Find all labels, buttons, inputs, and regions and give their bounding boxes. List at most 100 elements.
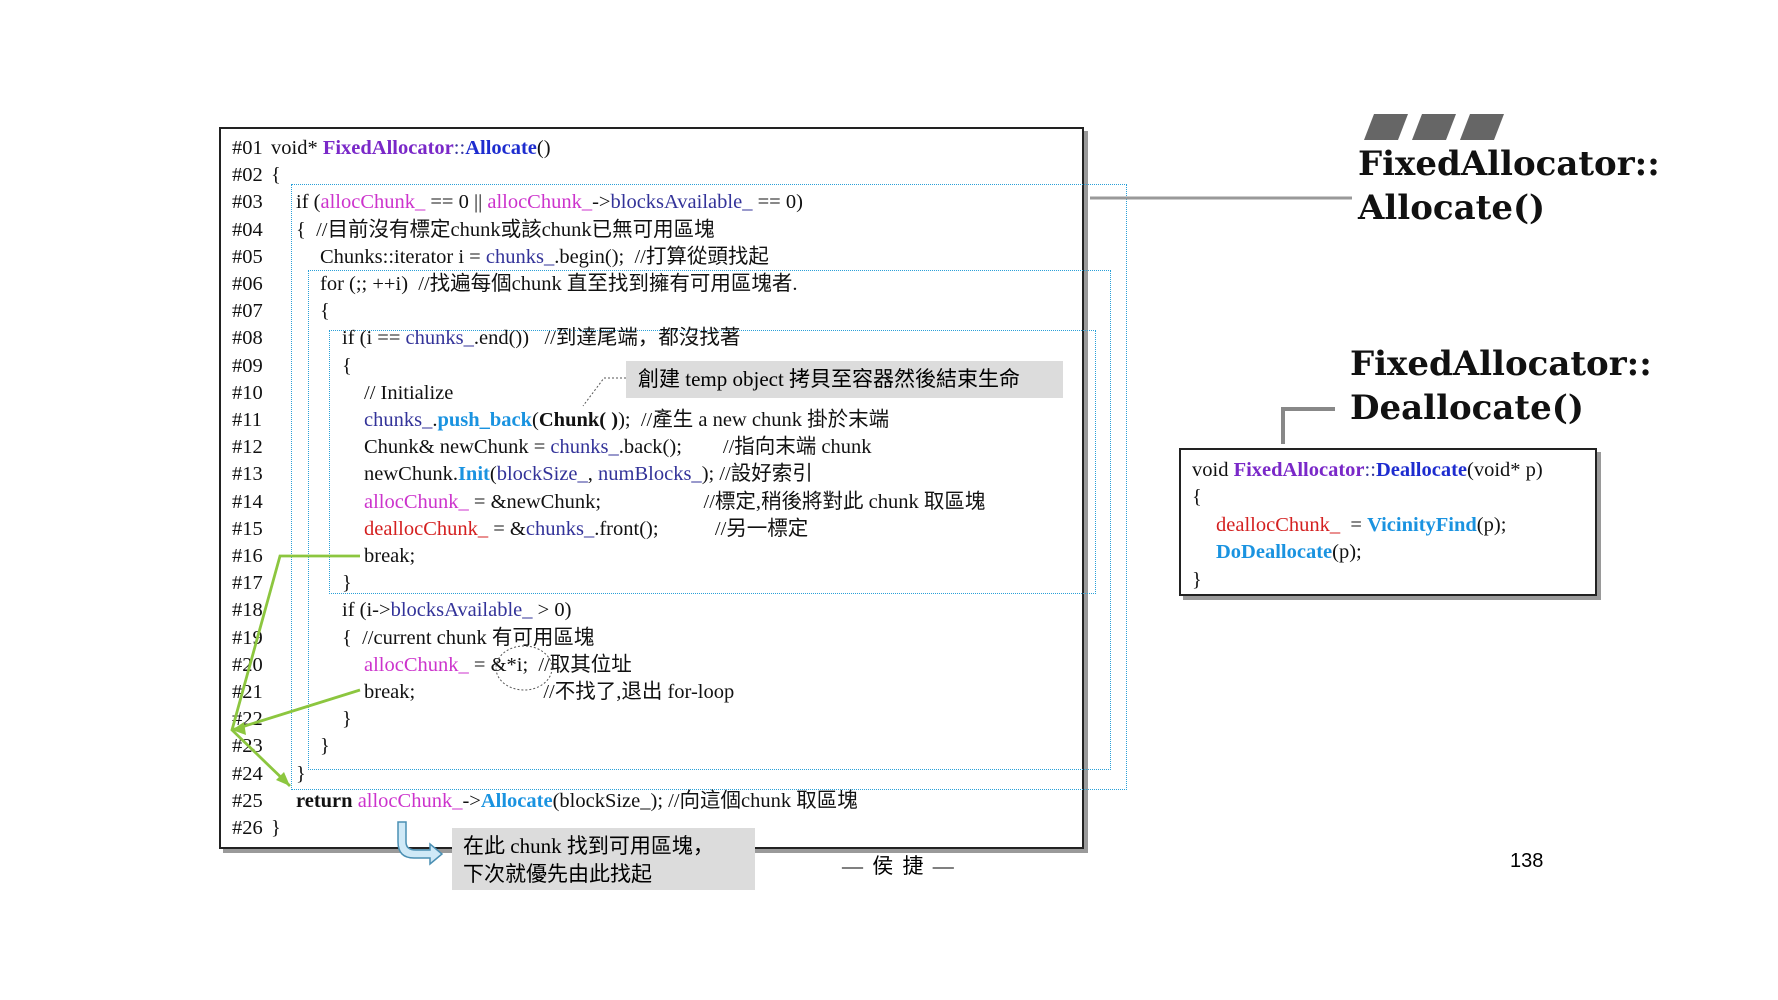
- line-number: #01: [232, 137, 263, 159]
- code-token: { //current chunk 有可用區塊: [342, 626, 595, 649]
- dealloc-code-line: }: [1192, 568, 1202, 592]
- code-token: (blockSize_); //向這個chunk 取區塊: [552, 789, 858, 812]
- code-token: .front(); //另一標定: [594, 517, 809, 540]
- code-token: {: [320, 300, 330, 323]
- dealloc-code-line: deallocChunk_ = VicinityFind(p);: [1216, 513, 1506, 537]
- code-token: Chunk( ): [538, 409, 619, 431]
- code-token: ); //設好索引: [701, 463, 813, 486]
- code-line: allocChunk_ = &newChunk; //標定,稍後將對此 chun…: [364, 490, 985, 514]
- code-token: chunks_: [405, 327, 474, 350]
- line-number: #26: [232, 817, 263, 839]
- code-token: if (i ==: [342, 327, 406, 350]
- line-number: #14: [232, 490, 263, 513]
- code-line: // Initialize: [364, 381, 453, 405]
- code-token: blocksAvailable_: [390, 599, 533, 622]
- line-number: #04: [232, 218, 263, 241]
- author-signature: — 侯 捷 —: [842, 854, 956, 878]
- line-number: #13: [232, 463, 263, 486]
- code-token: =: [1340, 513, 1368, 536]
- code-line: }: [320, 734, 330, 758]
- code-token: == 0): [752, 191, 803, 214]
- code-token: if (: [296, 191, 321, 214]
- code-token: = &*i; //取其位址: [468, 653, 632, 676]
- code-token: chunks_: [525, 517, 595, 540]
- code-token: for (;; ++i) //找遍每個chunk 直至找到擁有可用區塊者.: [320, 273, 798, 295]
- code-line: {: [320, 299, 330, 323]
- code-token: > 0): [532, 599, 572, 622]
- code-line: void* FixedAllocator::Allocate(): [271, 136, 551, 160]
- code-token: }: [296, 762, 306, 785]
- page-number: 138: [1510, 850, 1544, 872]
- code-token: allocChunk_: [364, 653, 469, 676]
- code-token: ->: [592, 191, 611, 214]
- code-token: allocChunk_: [357, 789, 463, 812]
- code-token: == 0 ||: [425, 191, 488, 214]
- code-line: break; //不找了,退出 for-loop: [364, 680, 734, 704]
- code-token: break;: [364, 545, 416, 567]
- code-line: for (;; ++i) //找遍每個chunk 直至找到擁有可用區塊者.: [320, 272, 798, 296]
- deallocate-title: FixedAllocator:: Deallocate(): [1350, 342, 1652, 430]
- code-token: chunks_: [550, 436, 619, 459]
- for-block-outline: [308, 270, 1111, 770]
- code-line: }: [342, 571, 352, 595]
- code-token: Deallocate: [1375, 459, 1468, 481]
- code-token: {: [1192, 486, 1202, 509]
- allocate-title-line2: Allocate(): [1358, 188, 1546, 228]
- code-token: Chunks::iterator i =: [320, 245, 486, 268]
- code-line: newChunk.Init(blockSize_, numBlocks_); /…: [364, 462, 813, 486]
- line-number: #02: [232, 164, 263, 187]
- code-token: deallocChunk_: [1216, 513, 1341, 536]
- code-token: ::: [1364, 459, 1376, 481]
- code-token: chunks_: [485, 245, 555, 268]
- code-line: }: [296, 762, 306, 786]
- header-decoration-bars: [1364, 114, 1504, 140]
- code-token: void*: [271, 137, 323, 159]
- code-line: if (i == chunks_.end()) //到達尾端，都沒找著: [342, 326, 740, 350]
- code-token: (: [532, 409, 539, 431]
- code-token: FixedAllocator: [322, 137, 454, 159]
- dealloc-code-line: void FixedAllocator::Deallocate(void* p): [1192, 458, 1543, 482]
- line-number: #17: [232, 572, 263, 595]
- code-token: = &newChunk; //標定,稍後將對此 chunk 取區塊: [468, 490, 986, 513]
- code-line: { //current chunk 有可用區塊: [342, 626, 594, 650]
- allocate-code-panel: [219, 127, 1084, 849]
- line-number: #15: [232, 517, 263, 540]
- line-number: #16: [232, 545, 263, 567]
- code-token: chunks_: [364, 409, 433, 431]
- code-token: (): [536, 137, 551, 159]
- code-line: if (allocChunk_ == 0 || allocChunk_->blo…: [296, 190, 803, 214]
- code-token: (p);: [1476, 513, 1507, 536]
- code-token: {: [342, 354, 352, 377]
- code-line: return allocChunk_->Allocate(blockSize_)…: [296, 789, 858, 813]
- code-token: ->: [462, 789, 481, 812]
- code-token: Chunk& newChunk =: [364, 436, 551, 459]
- code-token: VicinityFind: [1367, 513, 1477, 536]
- deallocate-title-line1: FixedAllocator::: [1350, 344, 1652, 384]
- code-token: Allocate: [465, 137, 537, 159]
- code-token: }: [320, 735, 330, 758]
- code-line: }: [271, 816, 281, 840]
- line-number: #07: [232, 300, 263, 323]
- code-token: DoDeallocate: [1216, 541, 1333, 564]
- code-line: break;: [364, 544, 415, 568]
- code-token: allocChunk_: [320, 191, 426, 214]
- code-token: }: [271, 817, 281, 839]
- line-number: #12: [232, 436, 263, 459]
- line-number: #11: [232, 409, 262, 431]
- code-line: {: [342, 354, 352, 378]
- line-number: #09: [232, 354, 263, 377]
- line-number: #08: [232, 327, 263, 350]
- line-number: #24: [232, 762, 263, 785]
- code-line: Chunks::iterator i = chunks_.begin(); //…: [320, 245, 769, 269]
- found-chunk-callout-line2: 下次就優先由此找起: [463, 862, 652, 886]
- code-line: if (i->blocksAvailable_ > 0): [342, 598, 571, 622]
- code-token: push_back: [437, 409, 533, 431]
- code-token: .back(); //指向末端 chunk: [618, 436, 872, 459]
- code-token: newChunk.: [364, 463, 458, 486]
- if-block-outline: [291, 184, 1127, 790]
- code-token: = &: [488, 517, 526, 540]
- code-token: Init: [457, 463, 490, 486]
- code-token: allocChunk_: [487, 191, 593, 214]
- deallocate-code-panel: [1179, 448, 1597, 596]
